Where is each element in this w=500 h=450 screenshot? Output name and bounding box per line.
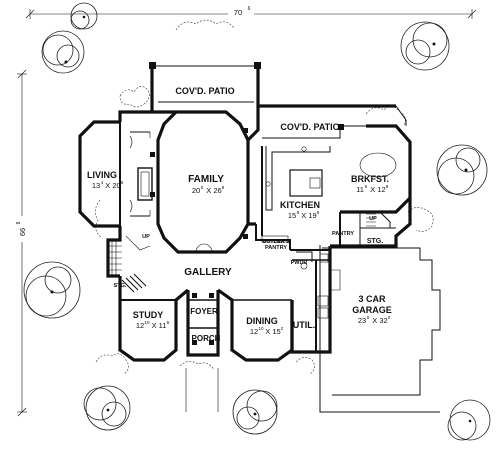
dining-room: DINING 12 10 X 15 2 [246, 316, 283, 336]
butlers-label-1: BUTLER'S [262, 239, 290, 245]
kitchen-room: KITCHEN 15 8 X 19 8 [280, 200, 320, 220]
depth-value: 66 [18, 228, 27, 236]
dining-size-sup: 10 [258, 326, 264, 331]
pwdr-label: PWDR [291, 260, 308, 266]
family-label: FAMILY [188, 174, 224, 185]
fixtures [108, 128, 397, 345]
width-sup: 6 [248, 6, 251, 12]
study-room: STUDY 12 10 X 11 6 [133, 310, 170, 330]
interior-walls [119, 122, 396, 352]
butlers-label-2: PANTRY [265, 245, 287, 251]
garage-label-1: 3 CAR [358, 294, 386, 304]
living-size-x-sup: 6 [121, 180, 124, 185]
covd-patio-2-label: COV'D. PATIO [280, 122, 339, 132]
study-size: 12 [136, 321, 144, 330]
brkfst-size-sup: 6 [365, 184, 368, 189]
dining-size-x-sup: 2 [281, 326, 284, 331]
depth-dimension: 66 8 [15, 69, 29, 417]
gallery-label: GALLERY [184, 267, 232, 278]
kitchen-size-x: X 19 [301, 211, 316, 220]
garage-size-x: X 32 [372, 316, 387, 325]
dining-size-x: X 15 [265, 327, 280, 336]
dining-size: 12 [250, 327, 258, 336]
family-size-x: X 26 [206, 186, 221, 195]
driveway [185, 245, 441, 413]
study-size-x-sup: 6 [167, 320, 170, 325]
tree-top-left [41, 30, 85, 74]
living-size: 13 [92, 181, 100, 190]
landscape-trees [23, 2, 491, 441]
gallery-stairs [108, 235, 151, 293]
width-value: 70 [234, 8, 242, 17]
brkfst-size-x: X 12 [370, 185, 385, 194]
pantry-label: PANTRY [332, 231, 354, 237]
brkfst-size-x-sup: 8 [386, 184, 389, 189]
living-size-sup: 4 [101, 180, 104, 185]
util-label: UTIL. [293, 320, 316, 330]
brkfst-label: BRKFST. [351, 174, 389, 184]
family-room: FAMILY 20 0 X 26 8 [188, 174, 225, 195]
depth-sup: 8 [16, 221, 22, 224]
kitchen-size: 15 [288, 211, 296, 220]
up-left-label: UP [142, 234, 150, 240]
tree-bottom-left [83, 385, 131, 431]
kitchen-size-sup: 8 [297, 210, 300, 215]
living-label: LIVING [87, 170, 117, 180]
garage-room: 3 CAR GARAGE 23 0 X 32 0 [352, 294, 392, 325]
tree-bottom-right [447, 399, 491, 441]
up-right-label: UP [369, 216, 377, 222]
tree-top-left-2 [70, 2, 98, 30]
family-size-x-sup: 8 [222, 185, 225, 190]
width-dimension: 70 6 [25, 6, 477, 19]
study-label: STUDY [133, 310, 164, 320]
brkfst-size: 11 [356, 185, 364, 194]
kitchen-size-x-sup: 8 [317, 210, 320, 215]
foyer-label: FOYER [190, 307, 218, 316]
study-size-sup: 10 [144, 320, 150, 325]
tree-right [436, 144, 488, 196]
tree-top-right [400, 21, 450, 71]
kitchen-label: KITCHEN [280, 200, 320, 210]
dining-label: DINING [246, 316, 278, 326]
family-size: 20 [192, 186, 200, 195]
garage-label-2: GARAGE [352, 305, 392, 315]
garage-size-x-sup: 0 [388, 315, 391, 320]
tree-left [23, 261, 81, 319]
room-labels: COV'D. PATIO COV'D. PATIO LIVING 13 4 X … [87, 86, 392, 343]
living-size-x: X 20 [105, 181, 120, 190]
living-room: LIVING 13 4 X 20 6 [87, 170, 124, 190]
garage-size: 23 [358, 316, 366, 325]
garage-size-sup: 0 [367, 315, 370, 320]
family-size-sup: 0 [201, 185, 204, 190]
porch-label: PORCH [192, 334, 221, 343]
tree-bottom-middle [232, 389, 278, 435]
stg-right-label: STG. [367, 238, 383, 245]
brkfst-room: BRKFST. 11 6 X 12 8 [351, 174, 389, 194]
stg-left-label: STG. [114, 283, 127, 289]
study-size-x: X 11 [152, 321, 167, 330]
covd-patio-1-label: COV'D. PATIO [175, 86, 234, 96]
rear-stairs [366, 213, 376, 227]
